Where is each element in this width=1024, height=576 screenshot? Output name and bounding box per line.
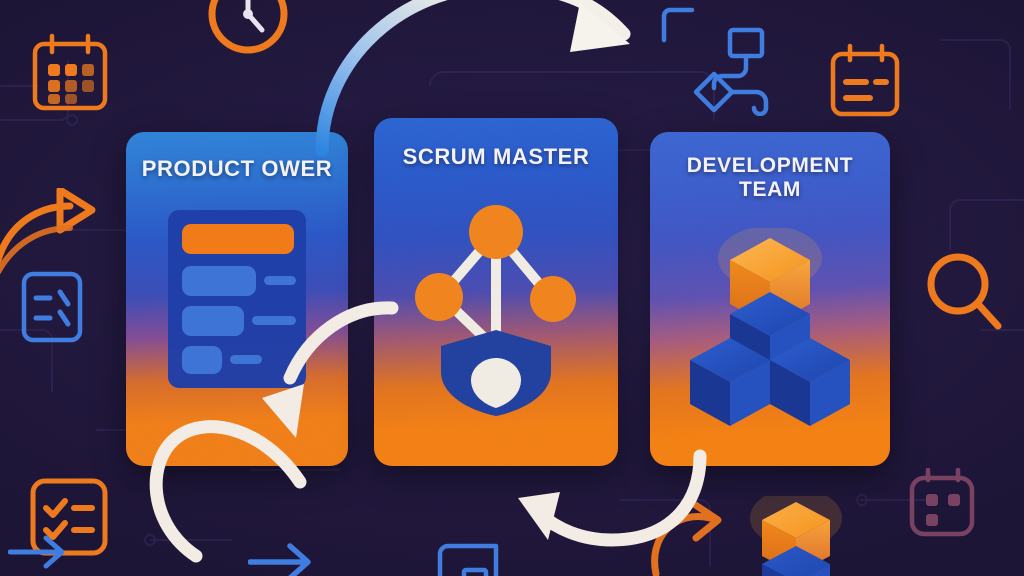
flowchart-icon bbox=[693, 27, 769, 116]
card-title: SCRUM MASTER bbox=[402, 144, 590, 169]
card-title: PRODUCT OWER bbox=[141, 156, 333, 181]
calendar-icon bbox=[32, 33, 108, 111]
arrow-right-icon bbox=[248, 543, 311, 576]
refresh-arrow-icon bbox=[651, 500, 722, 576]
network-shield-icon bbox=[374, 196, 618, 416]
backlog-board-icon bbox=[126, 204, 348, 394]
magnifier-icon bbox=[927, 253, 1002, 330]
curved-arrow-icon bbox=[0, 188, 96, 275]
card-title: DEVELOPMENT TEAM bbox=[686, 154, 854, 201]
clock-icon bbox=[208, 0, 288, 54]
arrow-right-sm-icon bbox=[8, 535, 65, 569]
note-lines-icon bbox=[830, 43, 900, 117]
screen-icon bbox=[437, 543, 499, 576]
robot-face-icon bbox=[909, 468, 975, 537]
role-card-scrum-master[interactable]: SCRUM MASTER bbox=[374, 118, 618, 466]
note-edit-icon bbox=[21, 271, 83, 343]
cube-single-icon bbox=[748, 488, 848, 576]
cube-stack-icon bbox=[650, 228, 890, 444]
checklist-icon bbox=[30, 478, 108, 556]
corner-bracket-icon bbox=[661, 7, 695, 43]
role-card-development-team[interactable]: DEVELOPMENT TEAM bbox=[650, 132, 890, 466]
role-card-product-owner[interactable]: PRODUCT OWER bbox=[126, 132, 348, 466]
arrow-dev-to-scrum bbox=[518, 449, 707, 547]
